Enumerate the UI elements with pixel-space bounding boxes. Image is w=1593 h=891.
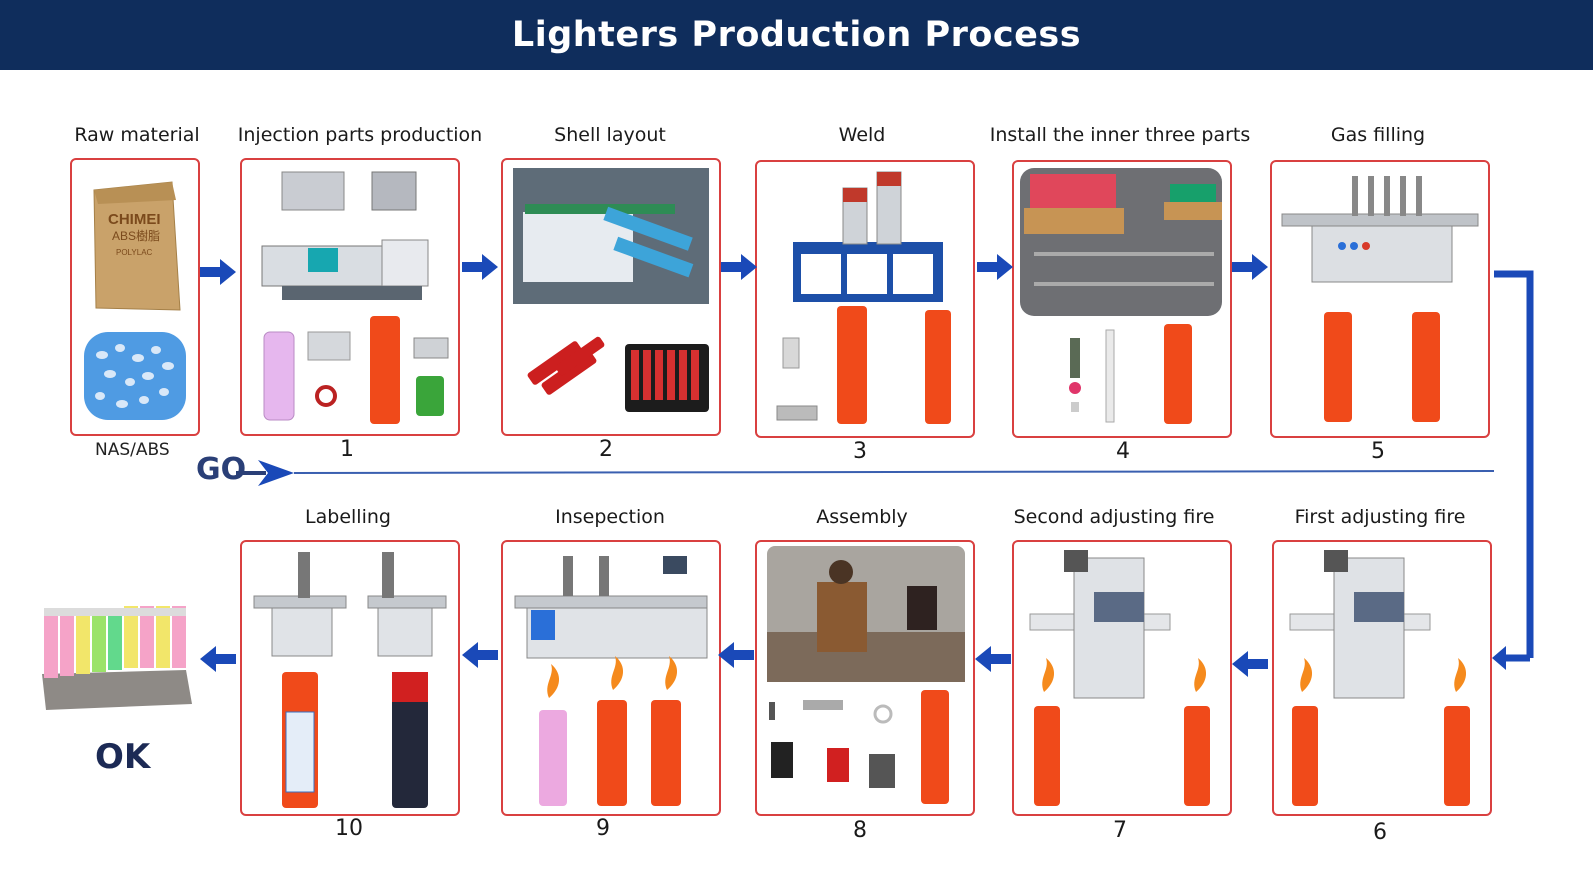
step-3-label: Weld: [838, 124, 886, 146]
raw-material-box: CHIMEI ABS樹脂 POLYLAC: [70, 158, 200, 436]
arrow-left-icon: [462, 642, 498, 668]
raw-material-sublabel: NAS/ABS: [95, 440, 170, 460]
step-3-number: 3: [853, 439, 867, 464]
step-5-label: Gas filling: [1330, 124, 1426, 146]
step-2-number: 2: [599, 437, 613, 462]
step-2-box: [501, 158, 721, 436]
step-7-box: [1012, 540, 1232, 816]
step-9-label: Insepection: [555, 506, 665, 528]
go-label: GO: [196, 452, 247, 487]
step-2-label: Shell layout: [554, 124, 666, 146]
step-10-number: 10: [335, 816, 363, 841]
page-title: Lighters Production Process: [511, 15, 1082, 55]
step-9-box: [501, 540, 721, 816]
header-bar: Lighters Production Process: [0, 0, 1593, 70]
step-5-number: 5: [1371, 439, 1385, 464]
first-adjust-fire-image: [1289, 550, 1470, 806]
ok-label: OK: [95, 737, 151, 777]
step-10-box: [240, 540, 460, 816]
shell-layout-image: [513, 168, 709, 412]
arrow-right-icon: [462, 254, 498, 280]
step-5-box: [1270, 160, 1490, 438]
arrow-left-icon: [718, 642, 754, 668]
assembly-image: [767, 546, 965, 804]
arrow-left-icon: [200, 646, 236, 672]
svg-text:ABS樹脂: ABS樹脂: [112, 228, 160, 243]
gas-filling-image: [1281, 176, 1479, 422]
step-6-box: [1272, 540, 1492, 816]
arrow-right-icon: [977, 254, 1013, 280]
step-6-label: First adjusting fire: [1294, 506, 1466, 528]
step-8-label: Assembly: [816, 506, 908, 528]
svg-text:CHIMEI: CHIMEI: [108, 211, 161, 228]
step-8-number: 8: [853, 818, 867, 843]
raw-material-label: Raw material: [74, 124, 200, 146]
raw-material-image: CHIMEI ABS樹脂 POLYLAC: [84, 181, 186, 420]
step-9-number: 9: [596, 816, 610, 841]
svg-text:POLYLAC: POLYLAC: [116, 248, 153, 257]
labelling-image: [253, 552, 447, 808]
inner-parts-image: [1020, 168, 1222, 424]
arrow-right-icon: [721, 254, 757, 280]
inspection-image: [514, 556, 708, 806]
step-4-label: Install the inner three parts: [989, 124, 1251, 146]
step-8-box: [755, 540, 975, 816]
arrow-right-icon: [1232, 254, 1268, 280]
step-6-number: 6: [1373, 820, 1387, 845]
connector-arrow-icon: [1492, 270, 1534, 670]
step-1-number: 1: [340, 437, 354, 462]
step-4-number: 4: [1116, 439, 1130, 464]
second-adjust-fire-image: [1029, 550, 1210, 806]
finished-lighters-image: [42, 606, 192, 710]
step-1-box: [240, 158, 460, 436]
step-10-label: Labelling: [305, 506, 391, 528]
arrow-right-icon: [200, 259, 236, 285]
weld-machine-image: [776, 171, 951, 424]
step-1-label: Injection parts production: [237, 124, 483, 146]
injection-machine-image: [261, 171, 449, 424]
step-7-number: 7: [1113, 818, 1127, 843]
go-flow-line: [236, 460, 1495, 486]
arrow-left-icon: [975, 646, 1011, 672]
step-4-box: [1012, 160, 1232, 438]
step-3-box: [755, 160, 975, 438]
step-7-label: Second adjusting fire: [1013, 506, 1215, 528]
arrow-left-icon: [1232, 651, 1268, 677]
